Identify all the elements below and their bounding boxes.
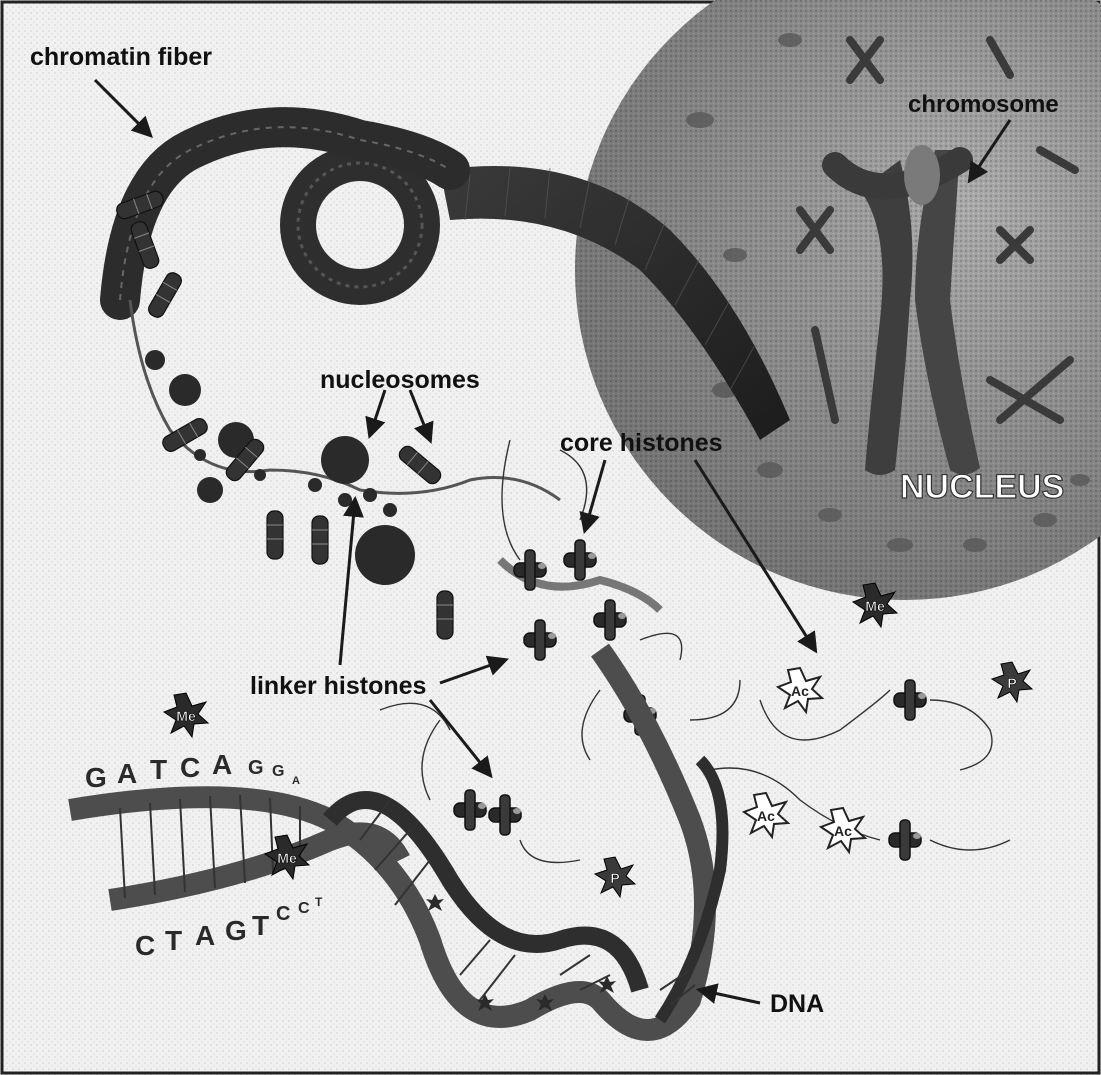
base-letter: G [272,763,288,780]
base-letter: T [252,910,273,941]
base-letter: C [180,752,204,783]
svg-text:Ac: Ac [757,808,775,824]
base-letter: T [165,925,186,956]
label-chromosome: chromosome [908,91,1059,118]
base-letter: G [85,762,111,793]
label-linker-histones: linker histones [250,672,426,700]
label-nucleosomes: nucleosomes [320,366,480,394]
label-dna: DNA [770,990,824,1018]
base-letter: C [135,930,159,961]
base-letter: C [276,903,294,925]
base-letter: A [117,758,141,789]
svg-text:Me: Me [176,708,196,724]
svg-text:Ac: Ac [791,683,809,699]
base-letter: C [298,900,314,917]
base-letter: A [195,920,219,951]
base-letter: T [150,754,171,785]
svg-text:Me: Me [865,598,885,614]
svg-text:Me: Me [277,850,297,866]
base-letter: A [212,749,236,780]
svg-text:P: P [1007,675,1016,691]
base-letter: A [292,775,304,787]
base-letter: G [225,915,251,946]
label-chromatin-fiber: chromatin fiber [30,43,212,71]
label-core-histones: core histones [560,429,723,457]
svg-text:Ac: Ac [834,823,852,839]
base-letter: G [248,757,268,779]
base-letter: T [315,895,326,909]
label-nucleus: NUCLEUS [900,468,1064,506]
svg-text:P: P [610,870,619,886]
